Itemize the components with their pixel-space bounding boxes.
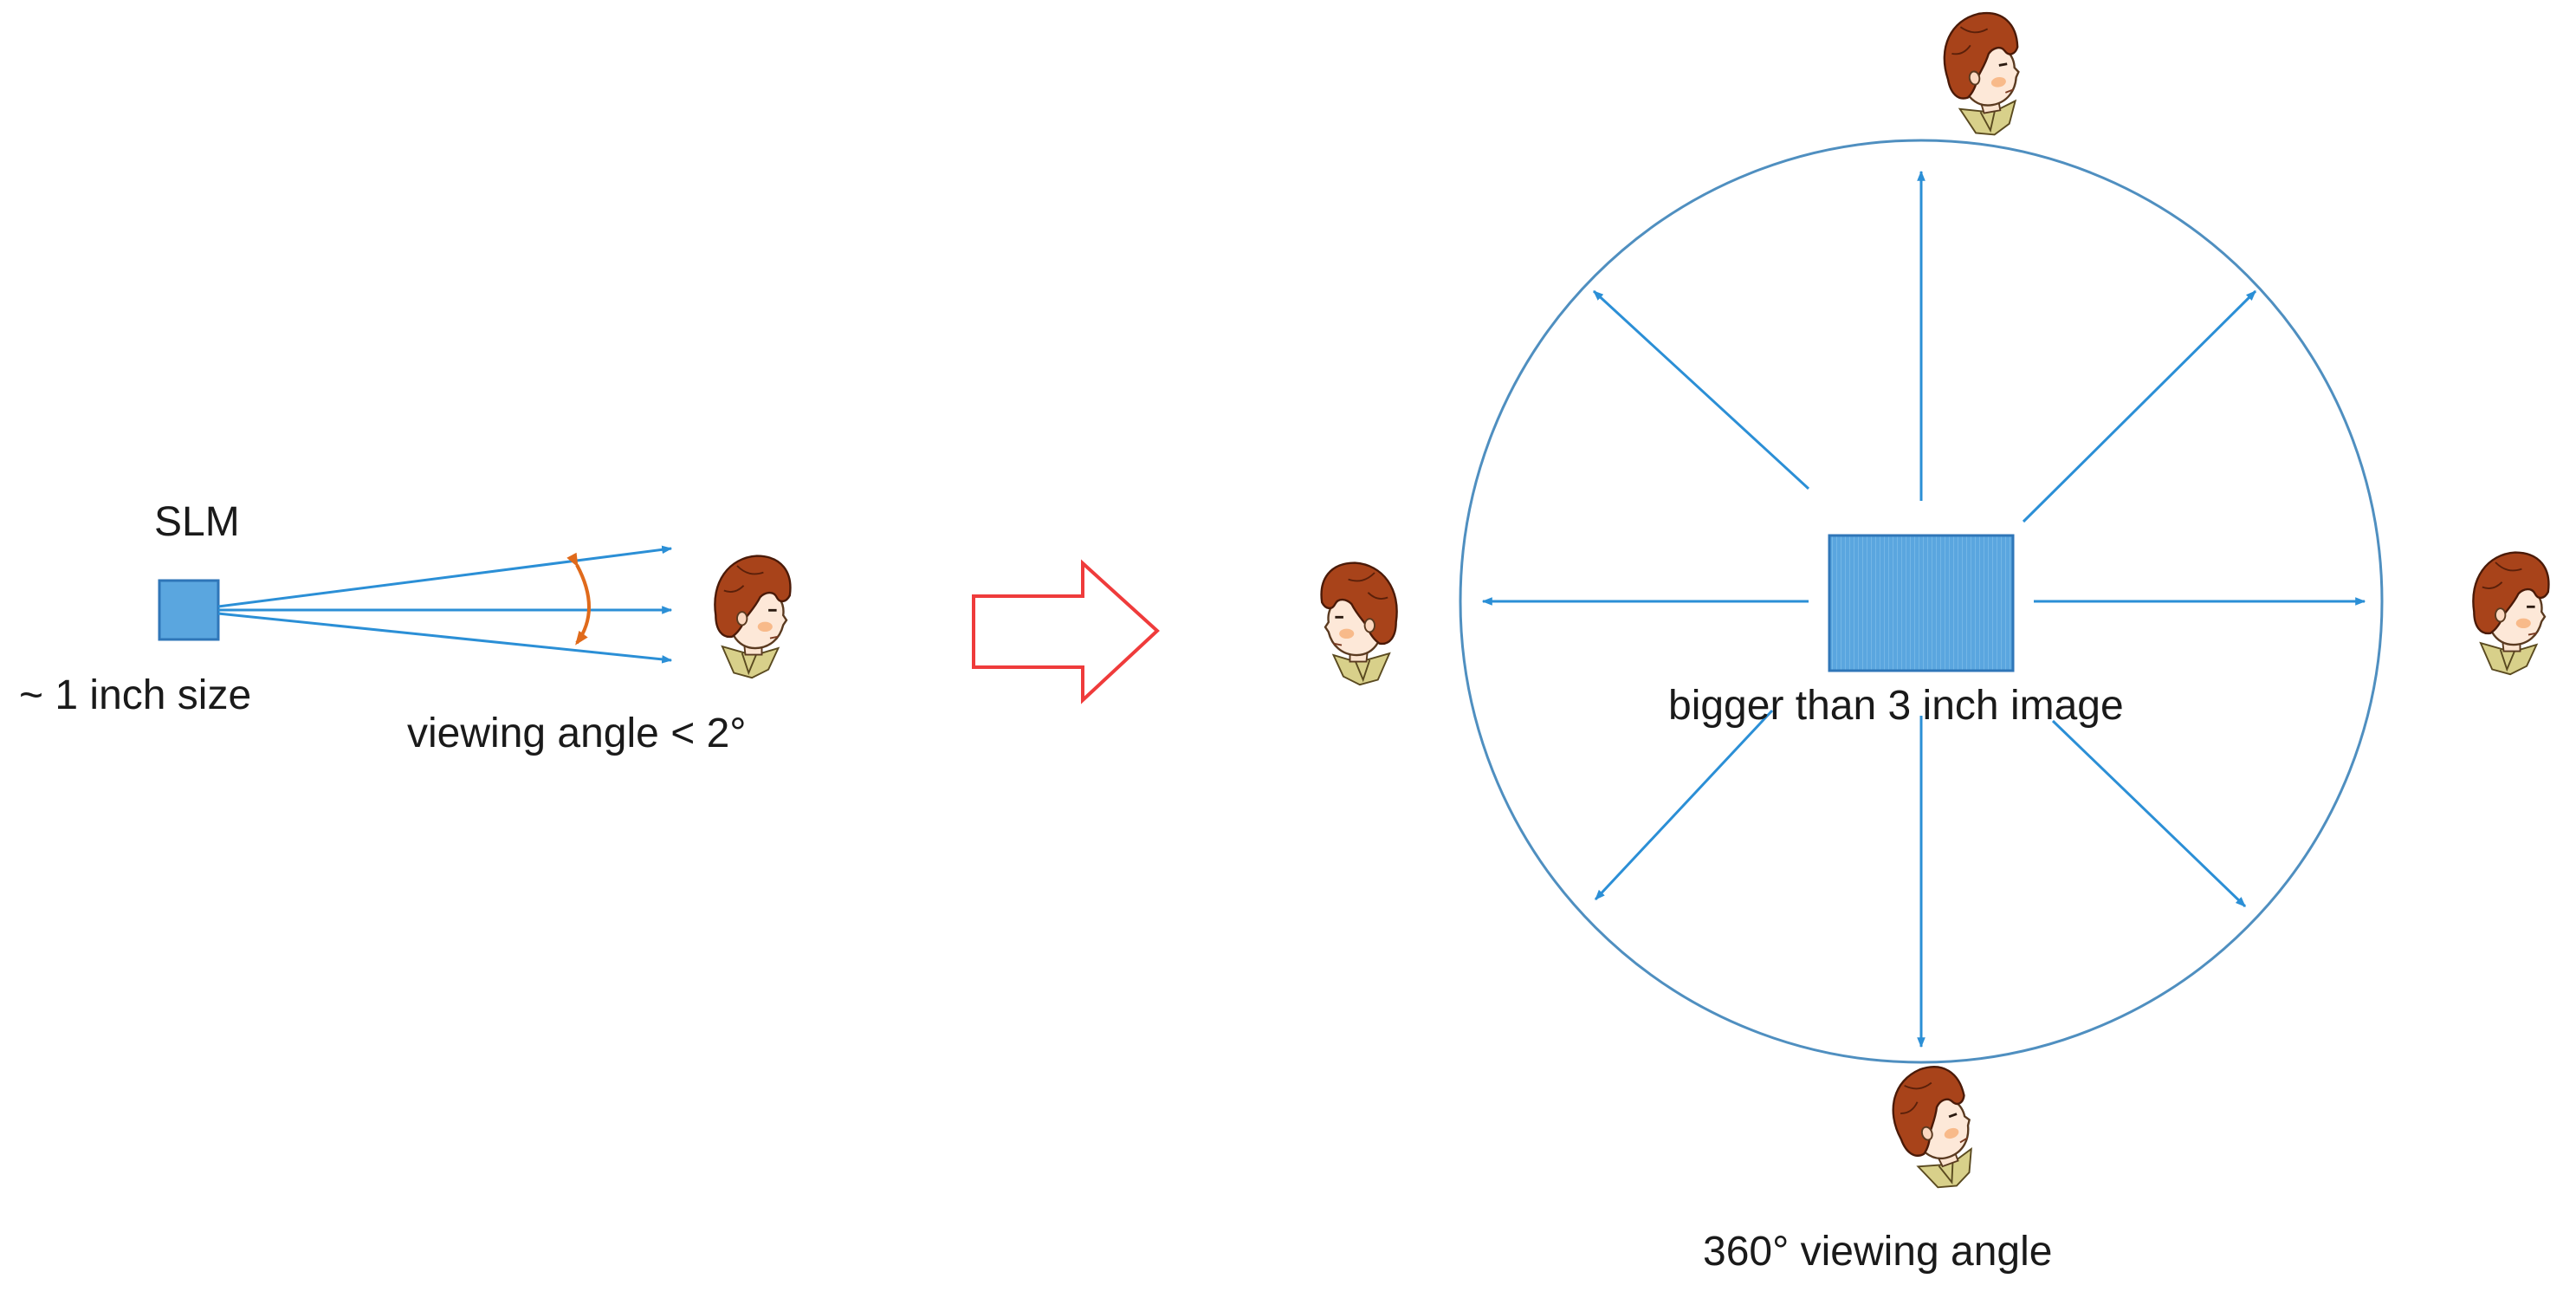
viewer-head-icon: [713, 555, 792, 679]
radial-arrow-up-right: [2022, 289, 2257, 523]
radial-arrow-up-left: [1592, 289, 1810, 490]
slm-square: [158, 579, 220, 641]
light-ray-lower: [217, 612, 673, 664]
right-panel: bigger than 3 inch image 360° viewing an…: [1320, 6, 2550, 1275]
viewing-angle-arc: [566, 552, 591, 646]
hologram-image-square: [1828, 534, 2015, 672]
viewing-zone-circle: [1459, 139, 2384, 1064]
radial-arrow-down-left: [1594, 709, 1774, 901]
light-ray-upper: [217, 545, 673, 608]
outline-right-arrow-icon: [972, 559, 1160, 704]
right-viewing-angle-label: 360° viewing angle: [1703, 1229, 2052, 1275]
left-panel: SLM ~ 1 inch size viewing angle < 2°: [19, 499, 792, 756]
viewer-head-icon: [1320, 561, 1399, 686]
slm-label: SLM: [154, 499, 240, 545]
viewer-head-icon: [1935, 6, 2034, 143]
image-size-label: bigger than 3 inch image: [1668, 683, 2124, 729]
viewer-head-icon: [1879, 1056, 1994, 1200]
slm-size-label: ~ 1 inch size: [19, 672, 251, 718]
radial-arrow-down-right: [2051, 719, 2247, 908]
viewer-head-icon: [2471, 551, 2550, 676]
left-viewing-angle-label: viewing angle < 2°: [407, 711, 746, 756]
